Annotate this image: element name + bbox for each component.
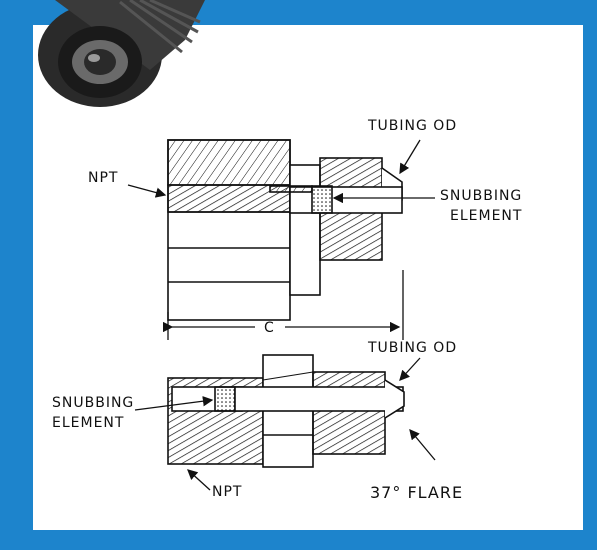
fitting-photo: [38, 0, 205, 107]
label-npt-top: NPT: [88, 170, 118, 186]
label-npt-bottom: NPT: [212, 484, 242, 500]
dimension-c: [162, 270, 404, 340]
label-snubbing-top-1: SNUBBING: [440, 188, 522, 204]
label-37-flare: 37° FLARE: [370, 483, 463, 502]
label-tubing-od-bottom: TUBING OD: [367, 340, 457, 356]
label-dimension-c: C: [264, 320, 275, 336]
bottom-fitting: [167, 354, 405, 468]
top-fitting: [167, 139, 403, 321]
label-snubbing-bottom-1: SNUBBING: [52, 395, 134, 411]
label-tubing-od-top: TUBING OD: [367, 118, 457, 134]
label-snubbing-bottom-2: ELEMENT: [52, 415, 124, 431]
label-snubbing-top-2: ELEMENT: [450, 208, 522, 224]
leader-lines: [127, 139, 436, 491]
